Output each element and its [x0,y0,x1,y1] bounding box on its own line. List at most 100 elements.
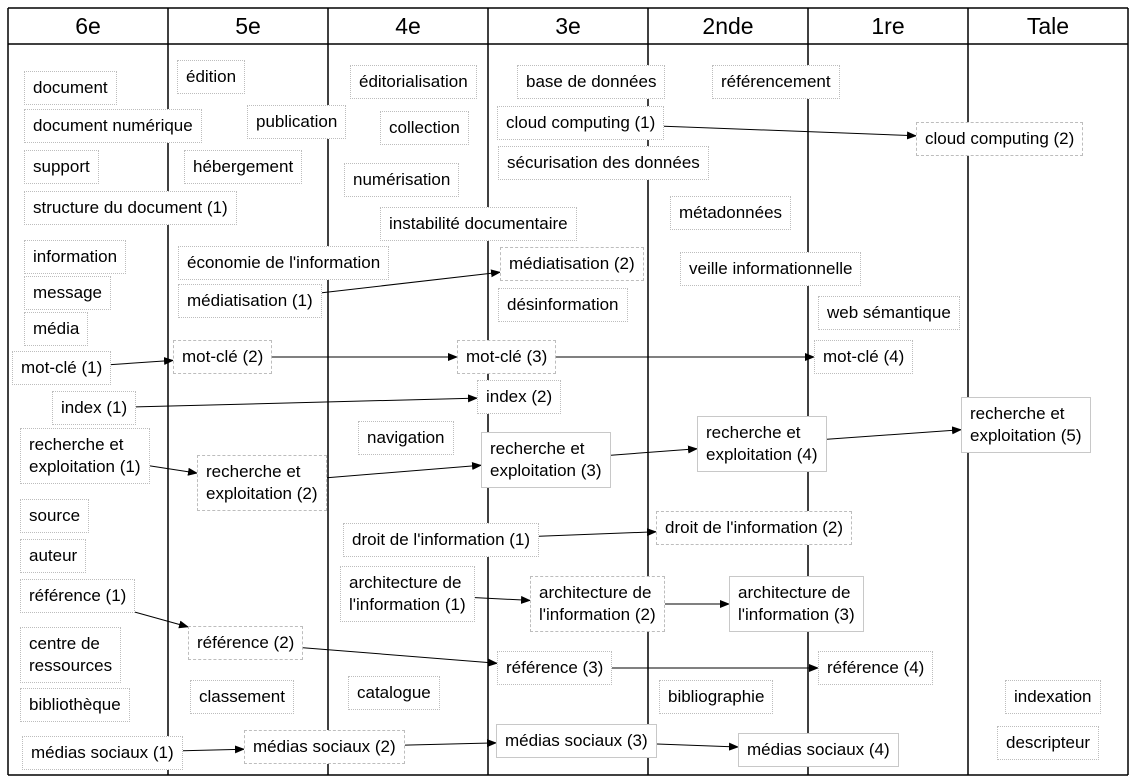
term-label-line: médiatisation (1) [187,291,313,310]
term-label-line: information [33,247,118,266]
term-label-line: exploitation (4) [706,445,818,464]
level-header: 2nde [702,13,754,39]
level-header: 6e [75,13,101,39]
term-mot-cle-3: mot-clé (3) [457,340,557,374]
term-label-line: structure du document (1) [33,198,228,217]
term-information: information [24,240,127,274]
arrow-reference-2-to-reference-3 [302,647,498,667]
term-label-line: référencement [721,72,831,91]
term-referencement: référencement [712,65,840,99]
term-mediatisation-2: médiatisation (2) [500,247,644,281]
term-label-line: exploitation (3) [490,461,602,480]
term-auteur: auteur [20,539,87,573]
term-label-line: architecture de [738,583,851,602]
term-label-line: exploitation (2) [206,484,318,503]
term-document: document [24,71,117,105]
term-economie-information: économie de l'information [178,246,390,280]
term-label-line: éditorialisation [359,72,468,91]
term-classement: classement [190,680,294,714]
term-label-line: collection [389,118,460,137]
term-medias-sociaux-4: médias sociaux (4) [738,733,899,767]
term-label-line: architecture de [539,583,652,602]
term-label-line: mot-clé (1) [21,358,103,377]
term-cloud-computing-1: cloud computing (1) [497,106,665,140]
term-reference-1: référence (1) [20,579,136,613]
arrow-mediatisation-1-to-mediatisation-2 [321,269,501,294]
arrow-droit-information-1-to-droit-information-2 [538,528,657,537]
term-label-line: message [33,283,102,302]
term-label-line: web sémantique [827,303,951,322]
arrow-architecture-1-to-architecture-2 [474,595,531,604]
term-label-line: auteur [29,546,78,565]
term-medias-sociaux-2: médias sociaux (2) [244,730,405,764]
term-web-semantique: web sémantique [818,296,960,330]
term-indexation: indexation [1005,680,1101,714]
term-droit-information-1: droit de l'information (1) [343,523,540,557]
term-mot-cle-4: mot-clé (4) [814,340,914,374]
term-label-line: recherche et [706,423,801,442]
term-label-line: l'information (3) [738,605,855,624]
arrow-recherche-3-to-recherche-4 [610,445,698,456]
term-label-line: mot-clé (2) [182,347,264,366]
term-cloud-computing-2: cloud computing (2) [916,122,1084,156]
term-descripteur: descripteur [997,726,1100,760]
term-label-line: économie de l'information [187,253,381,272]
term-label-line: référence (3) [506,658,604,677]
term-label-line: référence (2) [197,633,295,652]
term-veille-informationnelle: veille informationnelle [680,252,862,286]
term-label-line: droit de l'information (1) [352,530,531,549]
term-bibliotheque: bibliothèque [20,688,130,722]
term-mot-cle-2: mot-clé (2) [173,340,273,374]
term-architecture-3: architecture de l'information (3) [729,576,864,632]
term-medias-sociaux-1: médias sociaux (1) [22,736,183,770]
level-header: 3e [555,13,581,39]
term-mot-cle-1: mot-clé (1) [12,351,112,385]
term-label-line: cloud computing (1) [506,113,656,132]
arrow-index-1-to-index-2 [135,394,478,408]
term-structure-document-1: structure du document (1) [24,191,237,225]
term-message: message [24,276,111,310]
term-label-line: ressources [29,656,113,675]
term-label-line: document numérique [33,116,193,135]
term-label-line: désinformation [507,295,619,314]
term-label-line: centre de [29,634,100,653]
term-label-line: catalogue [357,683,431,702]
term-index-2: index (2) [477,380,562,414]
term-publication: publication [247,105,347,139]
term-desinformation: désinformation [498,288,628,322]
term-recherche-5: recherche et exploitation (5) [961,397,1091,453]
term-securisation-donnees: sécurisation des données [498,146,709,180]
term-mediatisation-1: médiatisation (1) [178,284,322,318]
term-index-1: index (1) [52,391,137,425]
term-metadonnees: métadonnées [670,196,792,230]
term-instabilite-documentaire: instabilité documentaire [380,207,577,241]
term-centre-ressources: centre de ressources [20,627,122,683]
term-label-line: médias sociaux (4) [747,740,890,759]
term-label-line: métadonnées [679,203,783,222]
term-label-line: édition [186,67,237,86]
term-reference-3: référence (3) [497,651,613,685]
term-label-line: recherche et [970,404,1065,423]
term-label-line: exploitation (1) [29,457,141,476]
term-reference-4: référence (4) [818,651,934,685]
term-label-line: publication [256,112,338,131]
term-label-line: classement [199,687,285,706]
term-label-line: mot-clé (4) [823,347,905,366]
term-label-line: hébergement [193,157,294,176]
term-label-line: médias sociaux (3) [505,731,648,750]
term-hebergement: hébergement [184,150,303,184]
term-label-line: document [33,78,108,97]
term-medias-sociaux-3: médias sociaux (3) [496,724,657,758]
arrow-mot-cle-1-to-mot-cle-2 [110,357,174,366]
term-label-line: exploitation (5) [970,426,1082,445]
term-label-line: architecture de [349,573,462,592]
term-label-line: médiatisation (2) [509,254,635,273]
term-label-line: navigation [367,428,445,447]
term-label-line: support [33,157,90,176]
term-document-numerique: document numérique [24,109,202,143]
